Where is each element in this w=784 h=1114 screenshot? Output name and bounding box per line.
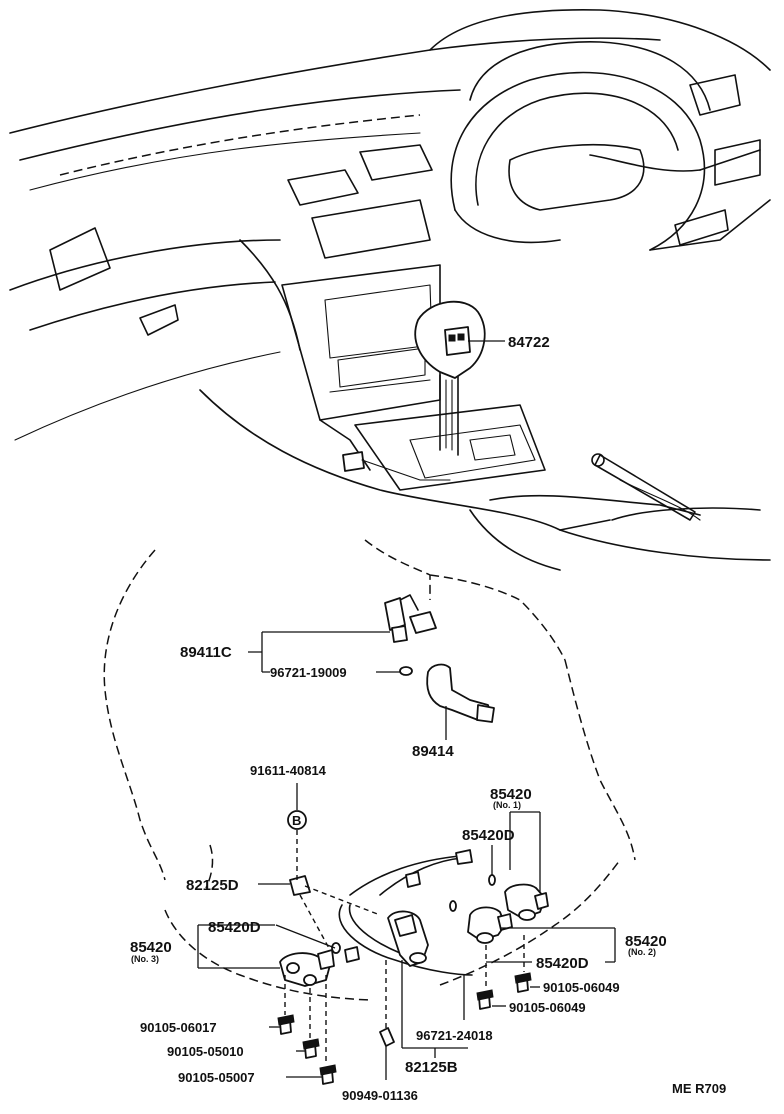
transmission-outline [103, 539, 636, 1001]
label-85420d-left: 85420D [208, 919, 261, 936]
label-84722: 84722 [508, 334, 550, 351]
label-90105-05010: 90105-05010 [167, 1044, 244, 1059]
dashboard-illustration [9, 8, 771, 571]
label-90105-06049-a: 90105-06049 [543, 980, 620, 995]
label-96721-24018: 96721-24018 [416, 1028, 493, 1043]
label-89411c: 89411C [180, 644, 232, 661]
label-96721-19009: 96721-19009 [270, 665, 347, 680]
label-91611-40814: 91611-40814 [250, 763, 327, 778]
electrical-parts [277, 594, 549, 1085]
label-82125d: 82125D [186, 877, 239, 894]
part-labels: 84722 89411C 96721-19009 89414 91611-408… [130, 334, 726, 1103]
label-90949-01136: 90949-01136 [342, 1088, 418, 1103]
label-90105-06049-b: 90105-06049 [509, 1000, 586, 1015]
label-85420-no3: 85420 [130, 939, 172, 956]
label-85420-no2-sub: (No. 2) [628, 947, 656, 957]
label-circle-b: B [292, 813, 301, 828]
figure-code: ME R709 [672, 1081, 726, 1096]
label-85420-no2: 85420 [625, 933, 667, 950]
label-85420-no1: 85420 [490, 786, 532, 803]
label-85420-no3-sub: (No. 3) [131, 954, 159, 964]
label-85420d-right: 85420D [536, 955, 589, 972]
label-82125b: 82125B [405, 1059, 458, 1076]
label-85420-no1-sub: (No. 1) [493, 800, 521, 810]
label-90105-05007: 90105-05007 [178, 1070, 255, 1085]
leader-lines [197, 340, 616, 1080]
label-85420d-top: 85420D [462, 827, 515, 844]
label-90105-06017: 90105-06017 [140, 1020, 217, 1035]
label-89414: 89414 [412, 743, 454, 760]
